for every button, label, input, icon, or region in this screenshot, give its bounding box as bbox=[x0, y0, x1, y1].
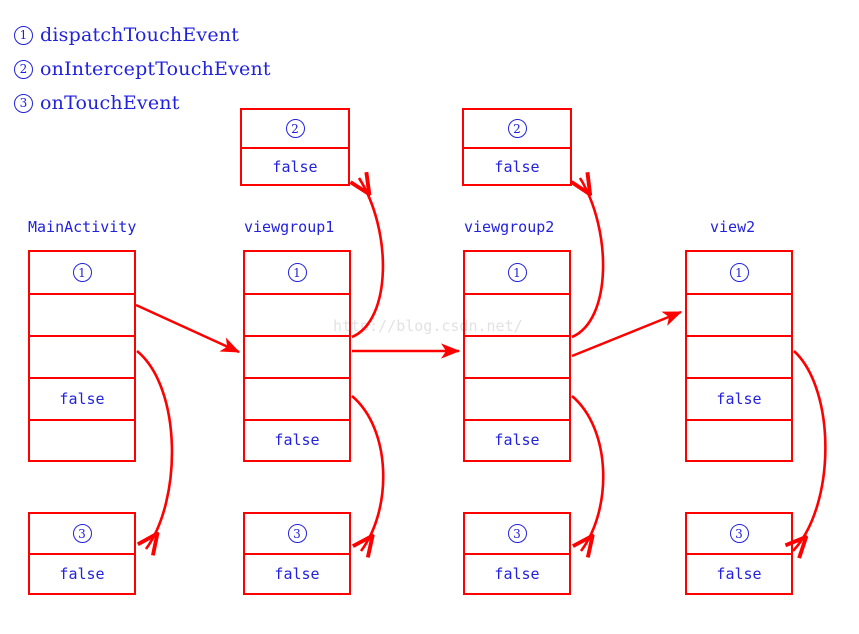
dispatch-box-mainactivity: 1 false bbox=[28, 250, 136, 462]
intercept-box-viewgroup1: 2 false bbox=[240, 108, 350, 186]
box-cell: 2 bbox=[464, 110, 570, 149]
legend-item-label: onTouchEvent bbox=[40, 92, 180, 114]
box-cell bbox=[245, 337, 349, 379]
box-cell-text: false bbox=[59, 389, 105, 408]
circled-number-icon: 1 bbox=[287, 263, 307, 282]
box-cell: 3 bbox=[465, 514, 569, 555]
touchevent-box-viewgroup1: 3 false bbox=[243, 512, 351, 595]
legend-item-2: 2 onInterceptTouchEvent bbox=[14, 52, 271, 86]
box-cell: 2 bbox=[242, 110, 348, 149]
touchevent-box-view2: 3 false bbox=[685, 512, 793, 595]
circled-number-icon: 3 bbox=[507, 524, 527, 543]
legend: 1 dispatchTouchEvent 2 onInterceptTouchE… bbox=[14, 18, 271, 120]
column-title-viewgroup2: viewgroup2 bbox=[464, 218, 555, 236]
dispatch-box-viewgroup1: 1 false bbox=[243, 250, 351, 462]
arrow-view2-to-touchevent bbox=[793, 350, 827, 551]
box-cell bbox=[245, 295, 349, 337]
box-cell: 1 bbox=[687, 252, 791, 295]
box-cell-text: false bbox=[716, 389, 762, 408]
dispatch-box-viewgroup2: 1 false bbox=[463, 250, 571, 462]
box-cell bbox=[30, 337, 134, 379]
circled-number-icon: 1 bbox=[72, 263, 92, 282]
box-cell bbox=[687, 421, 791, 459]
box-cell: false bbox=[465, 555, 569, 594]
legend-item-label: dispatchTouchEvent bbox=[40, 24, 240, 46]
circled-number-icon: 2 bbox=[507, 119, 527, 138]
box-cell: 1 bbox=[30, 252, 134, 295]
box-cell: false bbox=[687, 555, 791, 594]
circled-number-icon: 3 bbox=[287, 524, 307, 543]
box-cell: false bbox=[30, 379, 134, 421]
legend-item-label: onInterceptTouchEvent bbox=[40, 58, 271, 80]
intercept-box-viewgroup2: 2 false bbox=[462, 108, 572, 186]
box-cell bbox=[687, 295, 791, 337]
arrow-viewgroup2-to-view2 bbox=[571, 310, 683, 358]
circled-number-icon: 3 bbox=[72, 524, 92, 543]
column-title-viewgroup1: viewgroup1 bbox=[244, 218, 335, 236]
touchevent-box-viewgroup2: 3 false bbox=[463, 512, 571, 595]
arrow-viewgroup1-to-intercept bbox=[352, 178, 385, 339]
box-cell-text: false bbox=[59, 565, 105, 583]
box-cell: 3 bbox=[245, 514, 349, 555]
circled-number-icon: 2 bbox=[14, 59, 33, 79]
box-cell-text: false bbox=[274, 565, 320, 583]
circled-number-icon: 2 bbox=[285, 119, 305, 138]
box-cell bbox=[245, 379, 349, 421]
box-cell: 1 bbox=[245, 252, 349, 295]
box-cell: false bbox=[242, 149, 348, 185]
box-cell bbox=[30, 421, 134, 459]
circled-number-icon: 3 bbox=[14, 93, 33, 113]
box-cell: false bbox=[245, 555, 349, 594]
box-cell: 3 bbox=[687, 514, 791, 555]
legend-item-1: 1 dispatchTouchEvent bbox=[14, 18, 271, 52]
circled-number-icon: 3 bbox=[729, 524, 749, 543]
box-cell: false bbox=[465, 421, 569, 459]
box-cell-text: false bbox=[494, 430, 540, 449]
legend-item-3: 3 onTouchEvent bbox=[14, 86, 271, 120]
box-cell: false bbox=[245, 421, 349, 459]
arrow-viewgroup2-to-intercept bbox=[572, 178, 605, 339]
circled-number-icon: 1 bbox=[507, 263, 527, 282]
box-cell-text: false bbox=[272, 157, 318, 176]
arrow-mainactivity-to-viewgroup1 bbox=[135, 303, 241, 354]
box-cell-text: false bbox=[494, 157, 540, 176]
box-cell-text: false bbox=[494, 565, 540, 583]
touchevent-box-mainactivity: 3 false bbox=[28, 512, 136, 595]
box-cell: false bbox=[30, 555, 134, 594]
column-title-mainactivity: MainActivity bbox=[28, 218, 137, 236]
box-cell bbox=[687, 337, 791, 379]
box-cell bbox=[465, 379, 569, 421]
arrow-mainactivity-to-touchevent bbox=[136, 349, 174, 549]
box-cell bbox=[465, 295, 569, 337]
box-cell: 3 bbox=[30, 514, 134, 555]
dispatch-box-view2: 1 false bbox=[685, 250, 793, 462]
box-cell: false bbox=[687, 379, 791, 421]
box-cell-text: false bbox=[274, 430, 320, 449]
box-cell: false bbox=[464, 149, 570, 185]
box-cell-text: false bbox=[716, 565, 762, 583]
circled-number-icon: 1 bbox=[729, 263, 749, 282]
arrow-viewgroup2-to-touchevent bbox=[571, 395, 605, 551]
column-title-view2: view2 bbox=[710, 218, 756, 236]
box-cell bbox=[30, 295, 134, 337]
circled-number-icon: 1 bbox=[14, 25, 33, 45]
arrow-viewgroup1-to-touchevent bbox=[351, 395, 385, 551]
box-cell: 1 bbox=[465, 252, 569, 295]
box-cell bbox=[465, 337, 569, 379]
